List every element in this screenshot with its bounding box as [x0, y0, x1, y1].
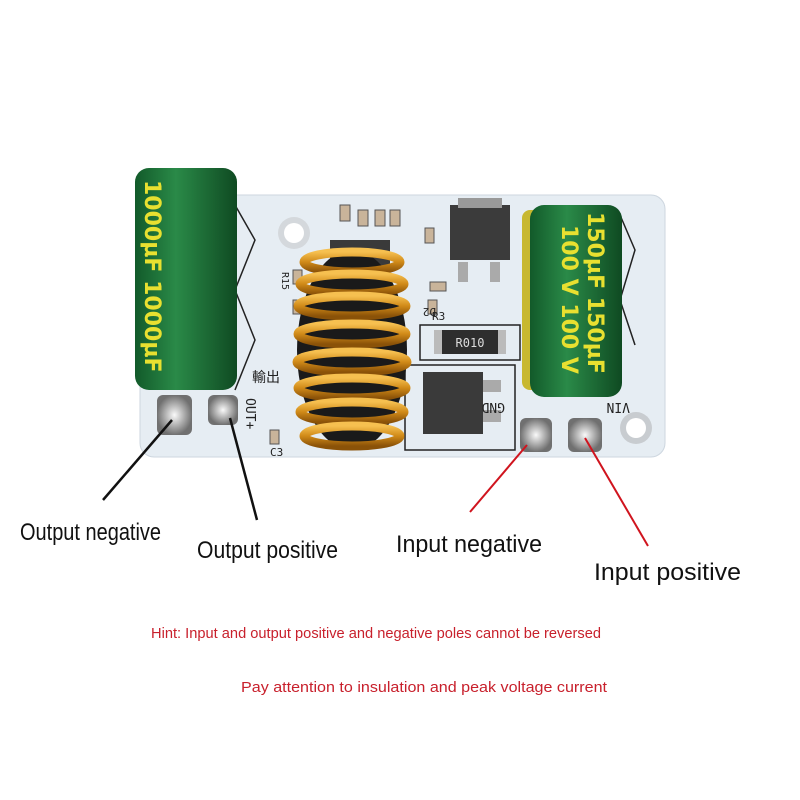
gnd-silk: GND — [481, 399, 505, 414]
ref-r3: R3 — [432, 310, 445, 323]
out-plus-silk: OUT+ — [242, 398, 257, 429]
output-negative-pad — [157, 395, 192, 435]
ref-d2: D2 — [423, 305, 436, 318]
shunt-marking: R010 — [456, 336, 485, 350]
input-positive-pad — [568, 418, 602, 452]
pointer-output-negative — [102, 419, 173, 501]
ref-r15: R15 — [279, 272, 290, 290]
output-positive-pad — [208, 395, 238, 425]
ref-c3: C3 — [270, 446, 283, 459]
pointer-input-negative — [469, 444, 528, 513]
shunt-resistor — [440, 330, 500, 354]
pointer-input-positive — [584, 437, 649, 547]
capacitor-150uf: 150µF 150µF 100 V 100 V — [522, 205, 622, 397]
svg-text:150µF 150µF: 150µF 150µF — [582, 212, 607, 374]
mosfet-top — [450, 205, 510, 260]
svg-text:1000µF 1000µF: 1000µF 1000µF — [139, 180, 164, 373]
hint-text: Hint: Input and output positive and nega… — [151, 625, 601, 642]
label-output-positive: Output positive — [197, 537, 338, 564]
svg-text:100 V 100 V: 100 V 100 V — [556, 225, 581, 374]
label-output-negative: Output negative — [20, 519, 161, 546]
label-input-negative: Input negative — [396, 531, 542, 558]
mosfet-bottom — [423, 372, 483, 434]
label-input-positive: Input positive — [594, 559, 741, 586]
toroid-inductor — [292, 247, 412, 451]
vin-silk: VIN — [607, 399, 630, 414]
output-chinese-silk: 輸出 — [252, 370, 280, 386]
pointer-output-positive — [228, 417, 259, 521]
input-negative-pad — [520, 418, 552, 452]
notice-text: Pay attention to insulation and peak vol… — [241, 679, 608, 696]
capacitor-1000uf: 1000µF 1000µF — [135, 168, 237, 390]
